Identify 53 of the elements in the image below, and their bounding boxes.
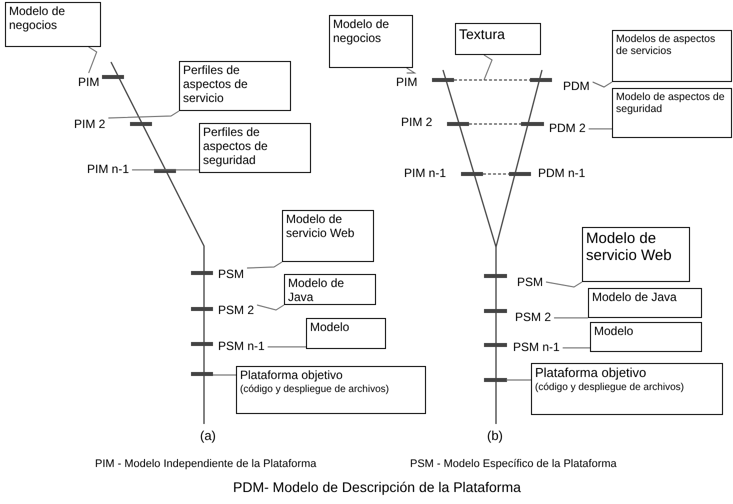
- leader-line: [588, 128, 612, 130]
- model-label: PSM 2: [218, 304, 254, 318]
- callout-box: Modelo de negocios: [5, 2, 101, 47]
- model-label: PIM n-1: [404, 167, 446, 181]
- model-label: PSM: [218, 268, 244, 282]
- leader-line: [132, 169, 200, 170]
- model-label: PDM n-1: [538, 167, 586, 181]
- model-label: PIM 2: [74, 118, 106, 132]
- leader-line: [546, 282, 582, 288]
- model-label: PIM: [78, 76, 100, 90]
- leader-line: [592, 82, 612, 88]
- callout-note: (código y despliegue de archivos): [535, 382, 685, 394]
- callout-box: Modelo de Java: [284, 274, 376, 305]
- callout-box: Modelo de negocios: [329, 15, 413, 68]
- callout-text: Plataforma objetivo: [535, 366, 648, 381]
- model-label: PIM n-1: [87, 163, 130, 177]
- callout-box: Modelo de Java: [588, 288, 702, 318]
- callout-box: Modelo de servicio Web: [282, 210, 374, 262]
- leader-line: [267, 346, 306, 348]
- leader-line: [88, 46, 98, 74]
- legend-text: PSM - Modelo Específico de la Plataforma: [410, 458, 617, 470]
- model-label: PSM n-1: [218, 340, 265, 354]
- model-label: PIM 2: [401, 116, 432, 130]
- callout-box: Textura: [455, 23, 541, 55]
- leader-line: [562, 347, 590, 348]
- leader-line: [406, 68, 416, 74]
- model-label: PSM 2: [515, 311, 552, 325]
- model-label: PSM n-1: [513, 341, 560, 355]
- callout-note: (código y despliegue de archivos): [240, 384, 390, 396]
- model-label: PSM: [517, 276, 544, 290]
- callout-box: Perfiles de aspectos de servicio: [179, 61, 291, 111]
- callout-box: Modelo de aspectos de seguridad: [612, 88, 732, 138]
- legend-text: PDM- Modelo de Descripción de la Plataforma: [233, 479, 521, 495]
- leader-line: [256, 304, 284, 311]
- model-label: PIM: [396, 76, 418, 90]
- model-label: PDM: [563, 80, 590, 94]
- leader-line: [246, 262, 282, 268]
- panel-label: (a): [200, 428, 216, 443]
- callout-box: Modelo: [590, 322, 702, 352]
- leader-line: [484, 54, 493, 80]
- callout-box: Modelo de servicio Web: [582, 227, 690, 282]
- callout-box: Modelos de aspectos de servicios: [612, 30, 732, 82]
- panel-label: (b): [487, 428, 503, 443]
- model-label: PDM 2: [549, 122, 586, 136]
- leader-line: [108, 110, 180, 118]
- callout-box: Perfiles de aspectos de seguridad: [199, 123, 311, 173]
- leader-line: [554, 317, 588, 318]
- legend-text: PIM - Modelo Independiente de la Plataforma: [95, 458, 316, 470]
- callout-text: Plataforma objetivo: [240, 369, 344, 383]
- callout-box: [236, 366, 426, 414]
- callout-box: Modelo: [306, 318, 386, 349]
- callout-box: [531, 363, 723, 415]
- leader-line: [212, 374, 236, 376]
